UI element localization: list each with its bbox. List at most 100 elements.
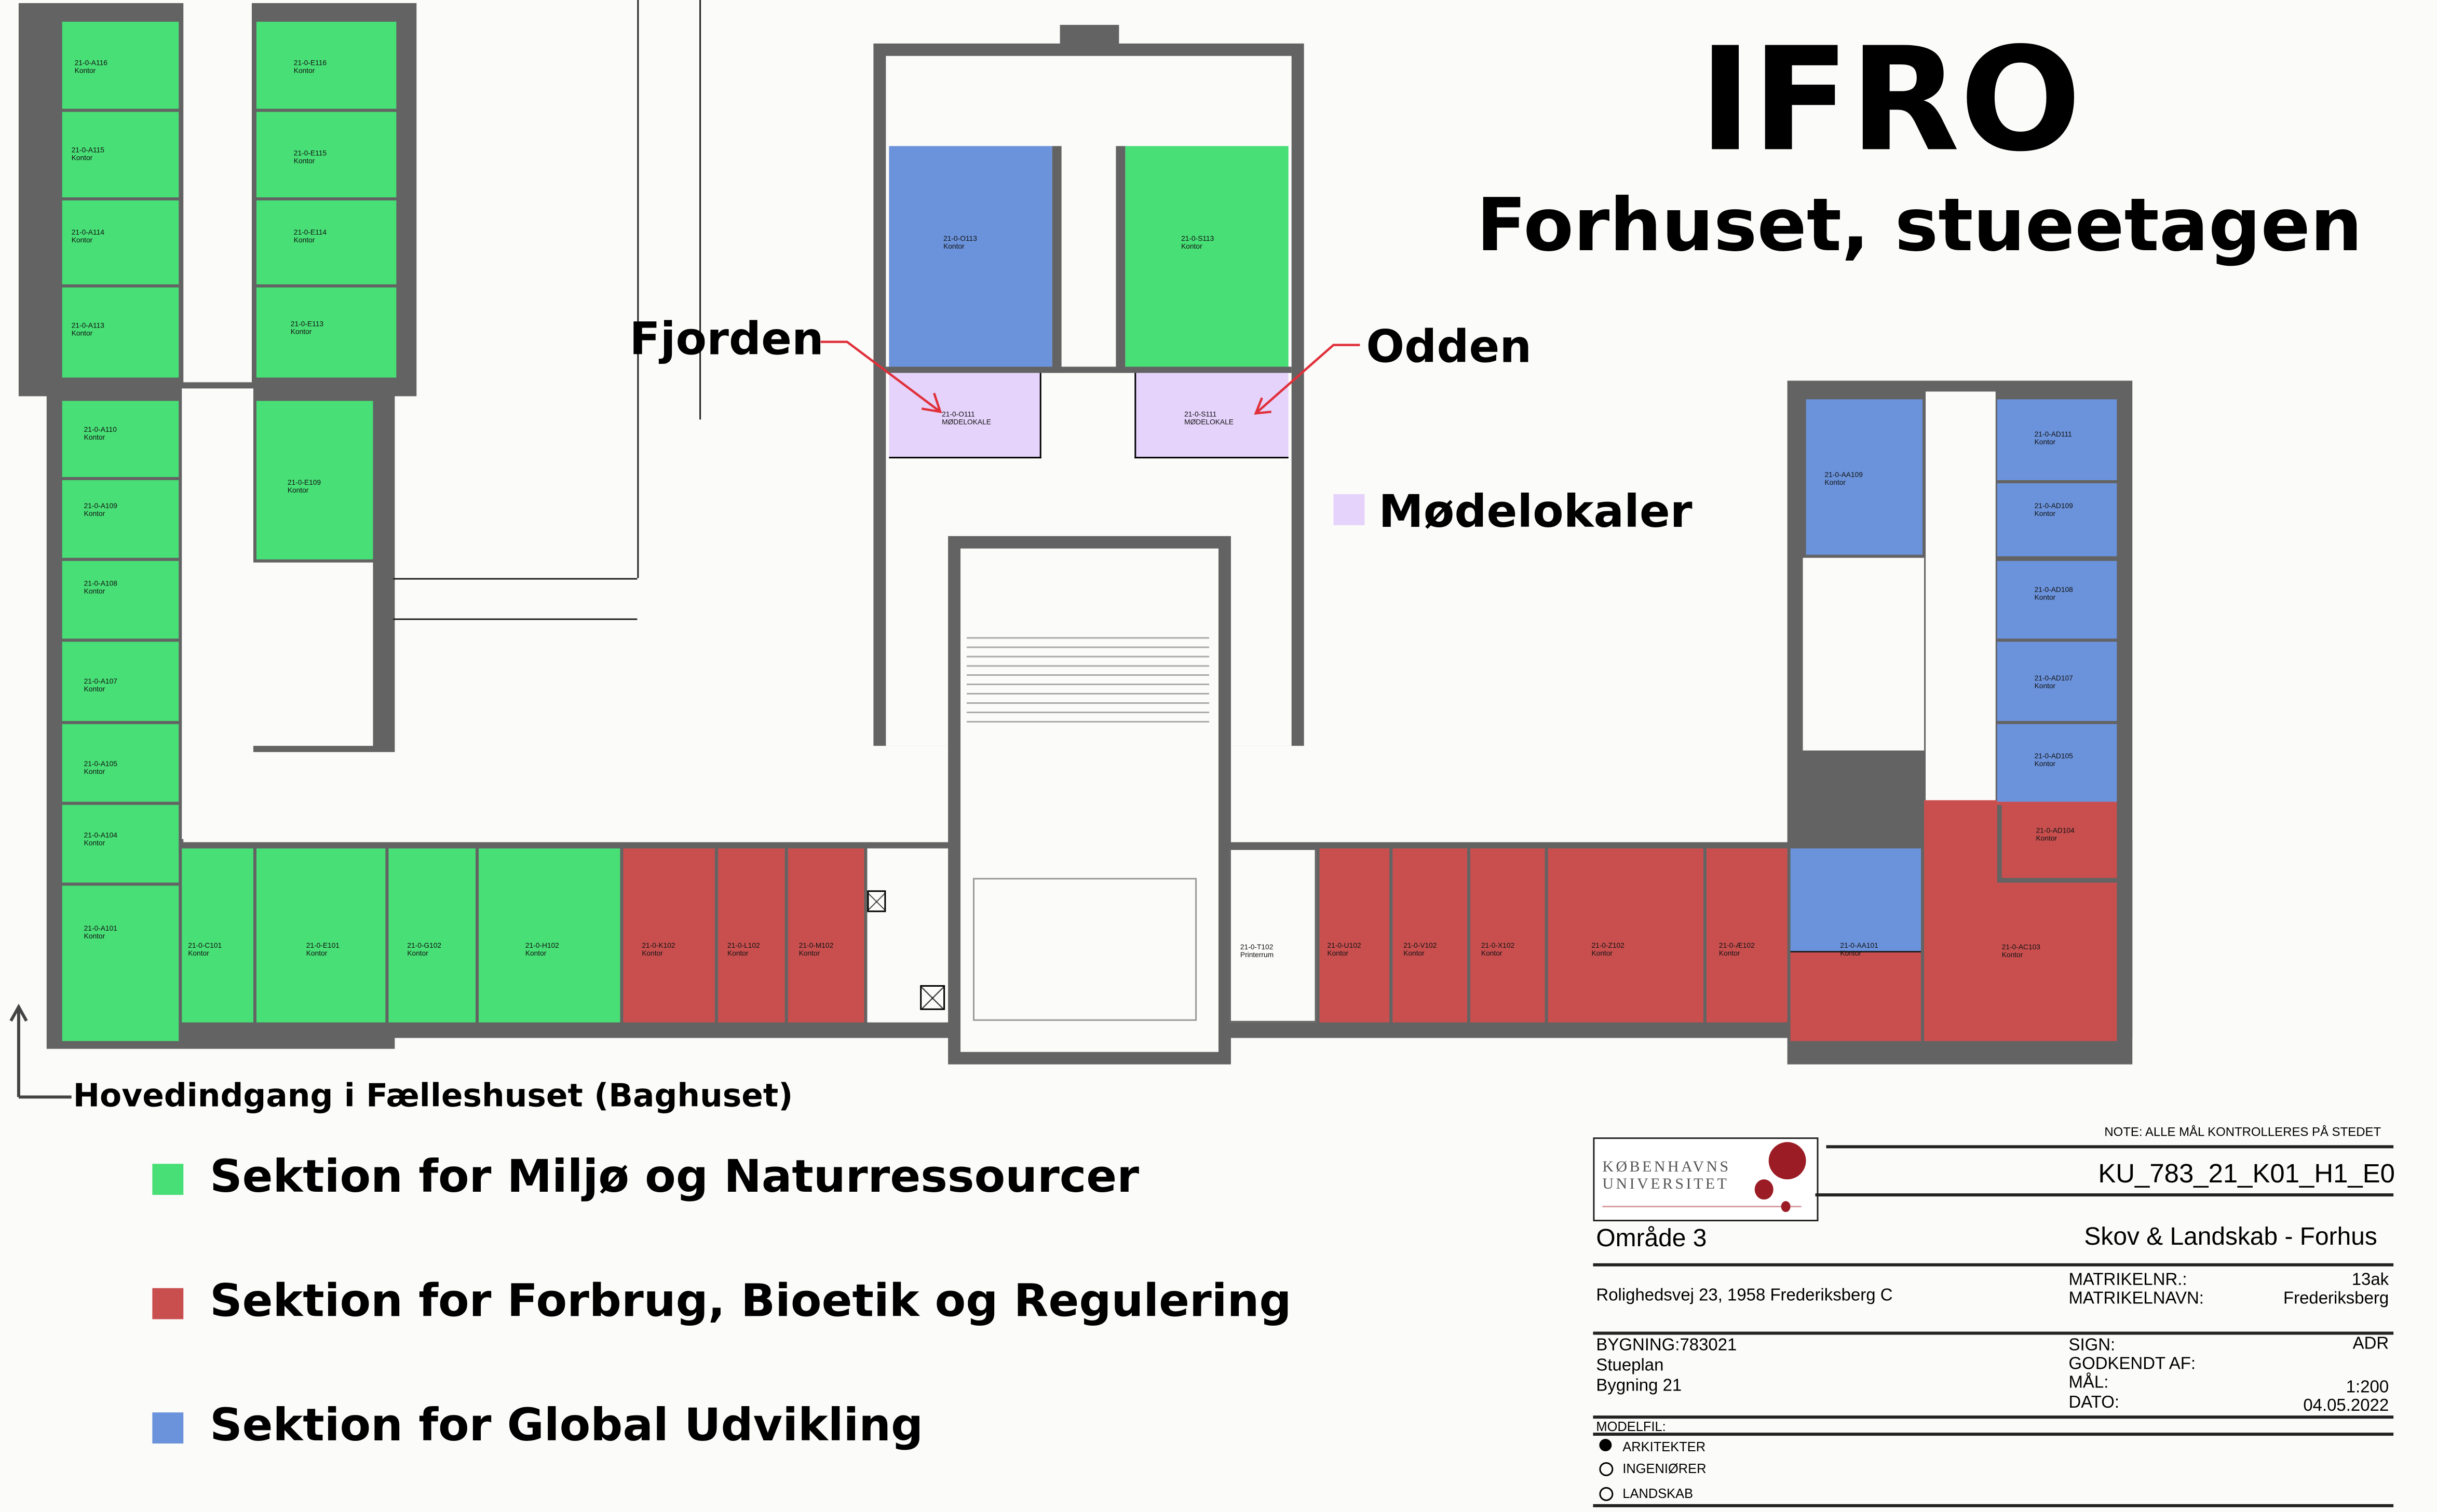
plan-name: Stueplan <box>1596 1356 1664 1375</box>
room-id: 21-0-V102 <box>1403 942 1437 950</box>
room-use: Kontor <box>287 486 309 494</box>
room-id: 21-0-O113 <box>943 235 977 243</box>
divider <box>1815 1193 2394 1196</box>
divider <box>1593 1433 2394 1435</box>
radio-landskab[interactable] <box>1599 1487 1614 1501</box>
room-use: Kontor <box>943 242 965 250</box>
divider <box>1593 1331 2394 1334</box>
page-subtitle: Forhuset, stueetagen <box>1476 183 2363 269</box>
room-id: 21-0-X102 <box>1481 942 1515 950</box>
logo-text: KØBENHAVNS <box>1602 1159 1731 1177</box>
room-id: 21-0-A108 <box>84 579 117 588</box>
radio-arkitekter[interactable] <box>1599 1439 1612 1452</box>
legend-label-forbrug: Sektion for Forbrug, Bioetik og Reguleri… <box>210 1274 1292 1327</box>
courtyard-line <box>699 0 701 420</box>
room-id: 21-0-E115 <box>293 149 327 157</box>
date: 04.05.2022 <box>2303 1397 2389 1416</box>
room-use: MØDELOKALE <box>942 418 991 426</box>
room-id: 21-0-AA101 <box>1840 942 1878 950</box>
room-use: Kontor <box>1591 949 1613 958</box>
room-use: Kontor <box>84 932 105 941</box>
room-id: 21-0-AA109 <box>1824 471 1863 479</box>
corridor-left-top <box>183 0 252 383</box>
matrikelnavn: Frederiksberg <box>2283 1289 2389 1309</box>
lift-shaft-icon <box>867 890 886 912</box>
odden-arrow-icon <box>1254 344 1360 415</box>
room-use: Kontor <box>2001 951 2023 959</box>
room-use: Kontor <box>798 949 820 958</box>
radio-ingeniorer[interactable] <box>1599 1462 1614 1476</box>
page-title: IFRO <box>1699 17 2081 184</box>
matrikelnr: 13ak <box>2351 1271 2389 1290</box>
room-id: 21-0-S113 <box>1181 235 1214 243</box>
room-use: Kontor <box>1181 242 1202 250</box>
room-id: 21-0-Æ102 <box>1718 942 1755 950</box>
room-use: Kontor <box>1327 949 1349 958</box>
room-use: Kontor <box>84 685 105 693</box>
modelfil-arkitekter: ARKITEKTER <box>1622 1439 1706 1455</box>
room-use: Kontor <box>2036 834 2057 842</box>
room-use: Kontor <box>642 949 663 958</box>
wall-center-top-stair <box>1060 24 1119 47</box>
corridor-right <box>1926 391 1996 842</box>
divider <box>1593 1415 2394 1418</box>
room-use: Kontor <box>2034 759 2056 768</box>
room-id: 21-0-A109 <box>84 501 117 510</box>
room-id: 21-0-A116 <box>74 59 107 67</box>
room-use: Kontor <box>84 767 105 775</box>
room-id: 21-0-U102 <box>1327 942 1361 950</box>
modelfil-label: MODELFIL: <box>1596 1419 1666 1435</box>
logo-line <box>1602 1206 1802 1208</box>
room-id: 21-0-A115 <box>71 146 104 154</box>
room-id: 21-0-E114 <box>293 228 327 237</box>
ku-seal-icon <box>1768 1142 1806 1180</box>
room-use: Kontor <box>74 66 96 75</box>
room-use: Kontor <box>1840 949 1861 958</box>
room-use: Kontor <box>2034 682 2056 690</box>
courtyard-line <box>637 0 639 578</box>
room-use: MØDELOKALE <box>1184 418 1234 426</box>
room-id: 21-0-O111 <box>942 410 975 418</box>
